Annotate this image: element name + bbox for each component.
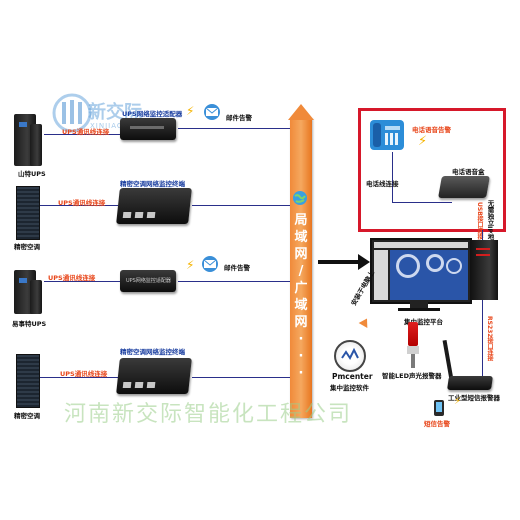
network-char: 广 xyxy=(294,281,308,296)
ups-network-adapter-2: UPS网络监控适配器 xyxy=(120,270,176,292)
logo-brand-pinyin: XINJIAOJI xyxy=(90,122,130,130)
watermark-text: 河南新交际智能化工程公司 xyxy=(64,402,353,427)
monitor-screen xyxy=(370,238,472,304)
rs232-label: RS232接口连接 xyxy=(486,316,493,362)
globe-icon xyxy=(292,190,308,210)
row3-alert-label: 邮件告警 xyxy=(224,264,250,272)
lightning-icon-4: ⚡ xyxy=(454,396,462,407)
network-char: 域 xyxy=(294,230,308,245)
eastups-unit xyxy=(30,280,42,314)
lightning-icon: ⚡ xyxy=(186,104,195,118)
lightning-icon-2: ⚡ xyxy=(186,258,195,272)
sms-label: 短信告警 xyxy=(424,420,450,428)
monitor-base xyxy=(398,308,440,311)
email-icon-2 xyxy=(200,256,220,276)
monitor-stand xyxy=(410,302,428,310)
logo-brand-cn: 新交际 xyxy=(88,102,142,123)
flow-arrow xyxy=(318,260,362,264)
row4-device-label: 易事特UPS xyxy=(12,320,47,328)
sms-phone-icon xyxy=(434,400,444,416)
led-alarm-pole xyxy=(411,354,415,368)
led-alarm-light xyxy=(408,322,418,346)
row1-alert-label: 邮件告警 xyxy=(226,114,252,122)
voice-box-device xyxy=(438,176,490,198)
network-char: / xyxy=(298,264,304,279)
device-inner-label-2: UPS网络监控适配器 xyxy=(126,278,171,284)
sms-device-label: 工业型短信报警器 xyxy=(448,394,500,402)
phone-line-label: 电话线连接 xyxy=(366,180,399,188)
voice-alarm-title: 电话语音告警 xyxy=(412,126,451,134)
voice-box-label: 电话语音盒 xyxy=(452,168,485,176)
row2-link-line xyxy=(40,205,118,206)
row2-to-network-line xyxy=(192,205,290,206)
network-char: 网 xyxy=(294,315,308,330)
row5-to-network-line xyxy=(192,377,290,378)
rs232-line xyxy=(482,300,483,378)
row5-link-line xyxy=(40,377,118,378)
row5-terminal-label: 精密空调网络监控终端 xyxy=(120,348,185,356)
row3-link-line xyxy=(44,281,120,282)
row5-link-label: UPS通讯线连接 xyxy=(60,370,108,378)
email-icon xyxy=(202,104,222,124)
led-alarm-label: 智能LED声光报警器 xyxy=(382,372,442,380)
precision-ac-cabinet-2 xyxy=(16,354,40,408)
telephone-icon xyxy=(370,120,404,150)
pmcenter-icon xyxy=(334,340,366,372)
phone-line-v xyxy=(392,152,393,202)
network-arrow-up xyxy=(288,104,314,120)
row2-terminal-label: 精密空调网络监控终端 xyxy=(120,180,185,188)
row1-device-label: 山特UPS xyxy=(18,170,46,178)
network-char: · xyxy=(298,366,304,381)
usb-label: USB接口连接 xyxy=(476,202,483,240)
row5-device-label: 精密空调 xyxy=(14,412,40,420)
wireless-label: 无需独立IP地址 xyxy=(486,200,494,247)
row1-terminal-label: UPS网络监控适配器 xyxy=(122,110,183,118)
network-char: 网 xyxy=(294,247,308,262)
network-text: 局 域 网 / 广 域 网 · · · xyxy=(290,212,312,382)
network-char: · xyxy=(298,332,304,347)
santak-ups-unit xyxy=(30,124,42,166)
row2-link-label: UPS通讯线连接 xyxy=(58,199,106,207)
row3-link-label: UPS通讯线连接 xyxy=(48,274,96,282)
row2-device-label: 精密空调 xyxy=(14,243,40,251)
network-char: 局 xyxy=(294,213,308,228)
row1-link-line xyxy=(44,134,120,135)
pmcenter-sub: 集中监控软件 xyxy=(330,384,369,392)
ac-monitor-terminal-2 xyxy=(116,358,192,394)
network-char: 域 xyxy=(294,298,308,313)
pc-tower xyxy=(470,240,498,300)
device-inner-label xyxy=(130,126,164,129)
install-arrow xyxy=(358,316,372,328)
row3-to-network-line xyxy=(178,281,290,282)
platform-label: 集中监控平台 xyxy=(404,318,443,326)
usb-line xyxy=(482,230,483,240)
sms-alarm-device xyxy=(447,376,493,390)
brand-logo: 新交际 XINJIAOJI xyxy=(52,92,162,136)
row1-link-label: UPS通讯线连接 xyxy=(62,128,110,136)
precision-ac-cabinet-1 xyxy=(16,186,40,240)
flow-arrow-head xyxy=(358,254,370,270)
row1-to-network-line xyxy=(178,128,290,129)
phone-line-h xyxy=(392,202,452,203)
ac-monitor-terminal-1 xyxy=(116,188,192,224)
ups-network-adapter-1 xyxy=(120,118,176,140)
lightning-icon-3: ⚡ xyxy=(418,134,428,149)
network-char: · xyxy=(298,349,304,364)
logo-icon xyxy=(52,93,92,133)
pmcenter-name: Pmcenter xyxy=(332,372,373,381)
sms-antenna xyxy=(442,339,454,381)
voice-alarm-box xyxy=(358,108,506,232)
led-alarm-body xyxy=(407,346,419,354)
